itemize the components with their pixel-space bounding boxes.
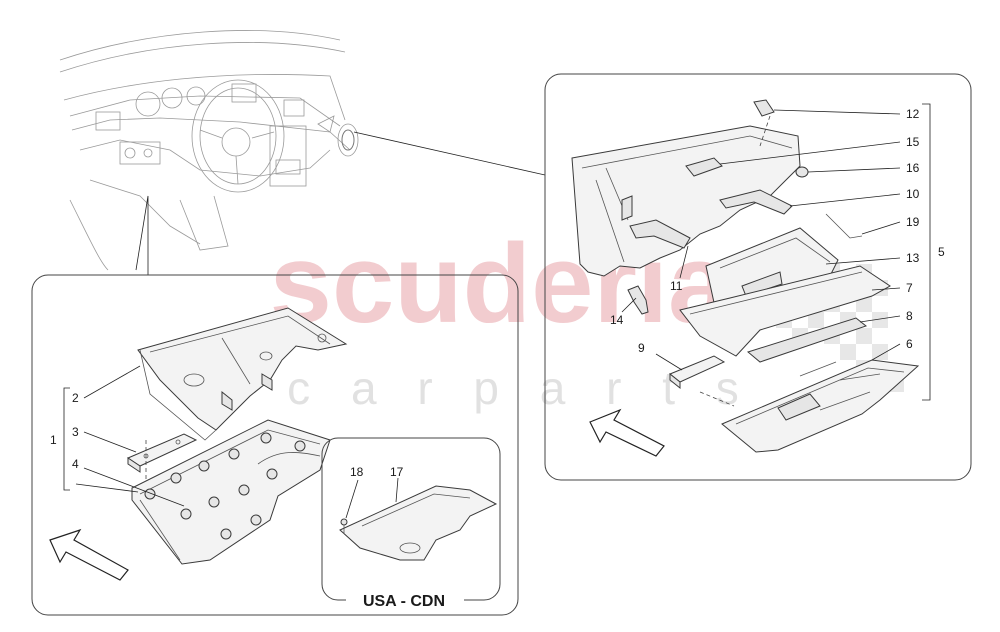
part-17-cover [339,485,498,561]
callout-10: 10 [906,187,920,201]
leader-10 [789,193,901,207]
leader-14 [621,297,637,313]
callout-16: 16 [906,161,920,175]
callout-1: 1 [50,433,57,447]
callout-17: 17 [390,465,404,479]
leader-3 [83,431,137,453]
callout-11: 11 [670,279,683,293]
direction-arrow-right-icon [589,408,665,457]
part-14-latch [627,285,649,315]
part-19-rod [825,213,863,239]
market-label: USA - CDN [363,593,445,610]
callout-14: 14 [610,313,624,327]
leader-4 [83,467,185,507]
callout-4: 4 [72,457,79,471]
callout-18: 18 [350,465,364,479]
part-3-hinge [126,433,198,473]
leader-7 [871,287,901,291]
part-18-screw [340,518,348,534]
part-8-strip [746,317,868,363]
leader-18 [345,479,359,519]
leader-8 [859,315,901,323]
leader-6 [871,343,901,361]
part-15-switch [685,157,723,177]
callout-2: 2 [72,391,79,405]
callout-6: 6 [906,337,913,351]
clip-dash [759,115,771,147]
leader-12 [773,109,901,115]
watermark-sub: c a r p a r t s [287,362,753,414]
part-4-tub [131,419,331,565]
part-7-panel [679,265,891,357]
leader-16 [807,167,901,173]
leader-4b [75,483,139,493]
hinge-dash-right [699,391,735,407]
part-2-lid [137,307,348,441]
callout-12: 12 [906,107,920,121]
overview-leader-right [353,131,546,176]
callout-19: 19 [906,215,920,229]
leader-17 [395,477,399,503]
bracket-1 [63,387,70,491]
part-6-tub [721,359,920,453]
tub-bosses [144,432,306,540]
market-label-bg [346,588,464,610]
part-10-damper [719,189,793,215]
direction-arrow-left-icon [49,528,129,581]
callout-15: 15 [906,135,920,149]
callout-9: 9 [638,341,645,355]
callout-13: 13 [906,251,920,265]
callout-3: 3 [72,425,79,439]
bracket-5 [922,103,931,401]
part-16-bumper [795,166,809,178]
part-11-damper [629,219,691,249]
leader-15 [719,141,901,165]
leader-2 [83,365,141,399]
part-12-clip [753,99,775,117]
callout-8: 8 [906,309,913,323]
leader-13 [825,257,901,265]
left-detail-frame [31,274,519,616]
right-detail-frame [544,73,972,481]
part-9-hinge [669,355,726,390]
glovebox-carrier [571,125,801,277]
callout-7: 7 [906,281,913,295]
overview-leader-left [135,195,149,275]
callout-5: 5 [938,245,945,259]
leader-19 [861,221,901,235]
dashboard-overview [59,30,359,271]
leader-11 [679,245,689,279]
leader-9 [655,353,683,371]
